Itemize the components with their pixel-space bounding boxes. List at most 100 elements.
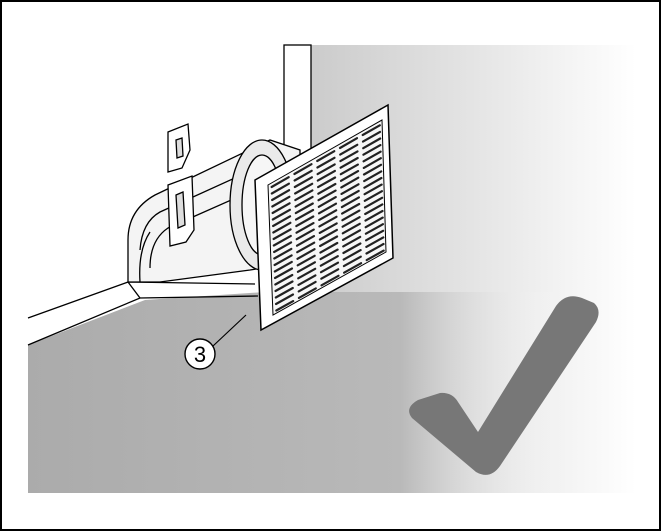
grille-slot xyxy=(339,163,359,176)
grille-slot xyxy=(294,202,314,215)
grille-slot xyxy=(319,248,339,261)
grille-slot xyxy=(271,195,291,208)
grille-slot xyxy=(293,169,313,182)
grille-slot xyxy=(365,249,385,262)
grille-slot xyxy=(318,215,338,228)
grille-slot xyxy=(338,137,359,150)
grille-slot xyxy=(364,203,384,216)
grille-slot xyxy=(274,273,294,286)
grille-slot xyxy=(365,229,385,242)
grille-slot xyxy=(320,268,340,280)
grille-slot xyxy=(296,254,316,267)
grille-slot xyxy=(340,196,360,209)
grille-slot xyxy=(319,261,340,274)
grille-slot xyxy=(339,150,359,163)
grille-slot xyxy=(275,300,295,312)
grille-slot xyxy=(361,130,382,143)
grille-slot xyxy=(318,228,338,241)
grille-slot xyxy=(274,280,294,293)
duct-bracket-icon xyxy=(167,123,195,247)
grille-slot xyxy=(362,150,382,163)
floor xyxy=(28,292,560,493)
grille-slot xyxy=(297,287,317,299)
callout-3: 3 xyxy=(184,314,247,370)
grille-slot xyxy=(363,190,383,202)
grille-slot xyxy=(294,189,314,202)
grille-slot xyxy=(294,195,314,208)
grille-slot xyxy=(294,208,315,221)
grille-slot xyxy=(273,254,293,267)
grille-slot xyxy=(274,286,294,299)
grille-slot xyxy=(295,222,315,234)
grille-slot xyxy=(295,228,315,241)
grille-slot xyxy=(271,189,291,202)
grille-slot xyxy=(270,176,290,189)
grille-slot xyxy=(362,157,382,169)
grille-slot xyxy=(339,170,360,182)
grille-slot xyxy=(316,169,336,182)
grille-slot xyxy=(271,202,291,215)
grille-slot xyxy=(295,235,316,247)
grille-slot xyxy=(339,143,359,156)
grille-slot xyxy=(363,170,383,183)
grille-slot xyxy=(363,183,383,196)
grille-slot xyxy=(293,176,313,189)
grille-slot xyxy=(272,228,292,241)
grille-slot xyxy=(296,261,316,273)
grille-slot xyxy=(342,235,362,248)
grille-slot xyxy=(361,124,381,137)
grille-slot xyxy=(297,280,317,293)
grille-slot xyxy=(295,215,315,228)
grille-slot xyxy=(341,202,361,215)
grille-slot xyxy=(296,241,316,254)
grille-slot xyxy=(342,249,362,261)
grille-slot xyxy=(340,176,360,189)
callout-leader-line xyxy=(212,314,247,347)
grille-slot xyxy=(364,209,384,222)
grille-slot xyxy=(273,247,293,260)
grille-slot xyxy=(342,255,362,268)
grille-slot xyxy=(319,255,339,267)
grille-slot xyxy=(316,163,336,176)
grille-slot xyxy=(343,262,363,274)
grille-slot xyxy=(317,182,337,195)
grille-slot xyxy=(318,222,338,234)
grille-slot xyxy=(273,241,293,254)
grille-slot xyxy=(297,274,317,286)
callout-circle xyxy=(184,338,216,370)
grille-slot xyxy=(272,234,292,247)
grille-slot xyxy=(363,196,384,209)
grille-slot xyxy=(340,183,360,195)
grille-slot xyxy=(364,216,384,229)
grille-slot xyxy=(274,293,295,306)
grille-slot xyxy=(317,176,337,189)
grille-slot xyxy=(362,144,382,156)
grille-slot xyxy=(297,267,317,280)
grille-slot xyxy=(293,163,313,176)
wall-post xyxy=(283,44,312,158)
grille-slot xyxy=(320,274,340,287)
grille-slot xyxy=(317,196,337,208)
checkmark-icon xyxy=(409,296,599,475)
grille-slot xyxy=(317,189,337,202)
grille-slot xyxy=(365,242,385,255)
grille-slot xyxy=(271,208,291,221)
grille-slot xyxy=(272,221,292,234)
grille-slot xyxy=(341,222,361,235)
grille-slot xyxy=(365,236,385,248)
grille-slot xyxy=(317,202,338,215)
grille-slot xyxy=(363,176,383,189)
grille-slot xyxy=(316,150,336,163)
vent-grille-icon xyxy=(254,103,394,332)
grille-slot xyxy=(273,260,293,273)
grille-slot xyxy=(362,137,382,150)
grille-slot xyxy=(316,156,336,169)
grille-slot xyxy=(364,223,384,235)
grille-slot xyxy=(340,189,360,202)
grille-slot xyxy=(272,215,292,228)
grille-slot xyxy=(296,248,316,260)
grille-slot xyxy=(339,156,359,169)
grille-slot xyxy=(273,267,294,280)
grille-slot xyxy=(362,163,383,176)
